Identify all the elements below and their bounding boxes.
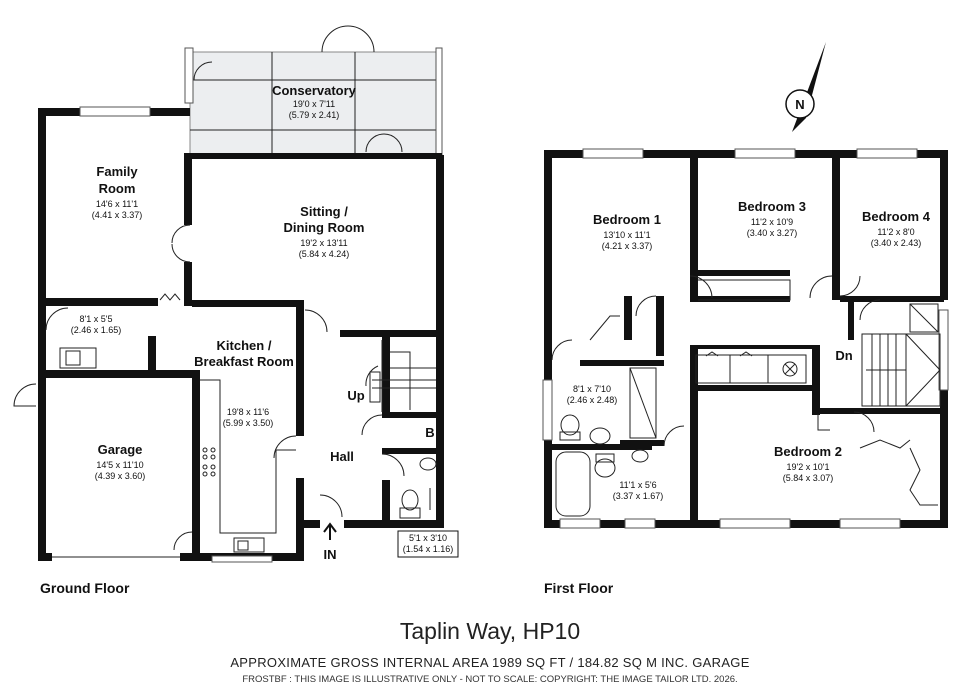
first-floor-plan: [542, 148, 949, 529]
cloakroom-metric: (1.54 x 1.16): [403, 544, 454, 554]
bedroom3-imperial: 11'2 x 10'9: [751, 217, 793, 227]
bedroom2-name: Bedroom 2: [774, 444, 842, 459]
conservatory-imperial: 19'0 x 7'11: [293, 99, 335, 109]
utility-metric: (2.46 x 1.65): [71, 325, 122, 335]
cloakroom-imperial: 5'1 x 3'10: [409, 533, 447, 543]
bedroom2-imperial: 19'2 x 10'1: [787, 462, 830, 472]
bedroom1-imperial: 13'10 x 11'1: [603, 230, 650, 240]
copyright-footer: FROSTBF : THIS IMAGE IS ILLUSTRATIVE ONL…: [242, 674, 738, 685]
sitting-room-metric: (5.84 x 4.24): [299, 249, 350, 259]
bedroom4-metric: (3.40 x 2.43): [871, 238, 922, 248]
ground-floor-label: Ground Floor: [40, 580, 130, 596]
conservatory-name: Conservatory: [272, 83, 357, 98]
bedroom1-name: Bedroom 1: [593, 212, 661, 227]
ensuite-imperial: 8'1 x 7'10: [573, 384, 611, 394]
gross-area-text: APPROXIMATE GROSS INTERNAL AREA 1989 SQ …: [230, 655, 750, 670]
down-label: Dn: [835, 348, 852, 363]
sitting-room-name-2: Dining Room: [284, 220, 365, 235]
bedroom2-metric: (5.84 x 3.07): [783, 473, 834, 483]
up-label: Up: [347, 388, 364, 403]
bathroom-metric: (3.37 x 1.67): [613, 491, 664, 501]
conservatory-glazing: [184, 25, 443, 159]
kitchen-name-1: Kitchen /: [217, 338, 272, 353]
north-arrow: [785, 42, 826, 132]
kitchen-imperial: 19'8 x 11'6: [227, 407, 269, 417]
sitting-room-name-1: Sitting /: [300, 204, 348, 219]
bedroom4-imperial: 11'2 x 8'0: [877, 227, 914, 237]
north-label: N: [795, 97, 804, 112]
bedroom3-metric: (3.40 x 3.27): [747, 228, 798, 238]
hall-name: Hall: [330, 449, 354, 464]
garage-metric: (4.39 x 3.60): [95, 471, 146, 481]
bathroom-imperial: 11'1 x 5'6: [619, 480, 656, 490]
ground-floor-plan: [13, 25, 459, 563]
first-floor-label: First Floor: [544, 580, 614, 596]
ensuite-metric: (2.46 x 2.48): [567, 395, 618, 405]
conservatory-metric: (5.79 x 2.41): [289, 110, 340, 120]
utility-imperial: 8'1 x 5'5: [80, 314, 113, 324]
family-room-metric: (4.41 x 3.37): [92, 210, 143, 220]
bedroom3-name: Bedroom 3: [738, 199, 806, 214]
kitchen-name-2: Breakfast Room: [194, 354, 294, 369]
family-room-imperial: 14'6 x 11'1: [96, 199, 138, 209]
bedroom4-name: Bedroom 4: [862, 209, 931, 224]
bedroom1-metric: (4.21 x 3.37): [602, 241, 653, 251]
kitchen-metric: (5.99 x 3.50): [223, 418, 274, 428]
garage-name: Garage: [98, 442, 143, 457]
property-title: Taplin Way, HP10: [399, 618, 581, 644]
boiler-label: B: [425, 425, 434, 440]
sitting-room-imperial: 19'2 x 13'11: [300, 238, 347, 248]
garage-imperial: 14'5 x 11'10: [96, 460, 143, 470]
family-room-name-1: Family: [96, 164, 138, 179]
entrance-label: IN: [324, 547, 337, 562]
family-room-name-2: Room: [99, 181, 136, 196]
